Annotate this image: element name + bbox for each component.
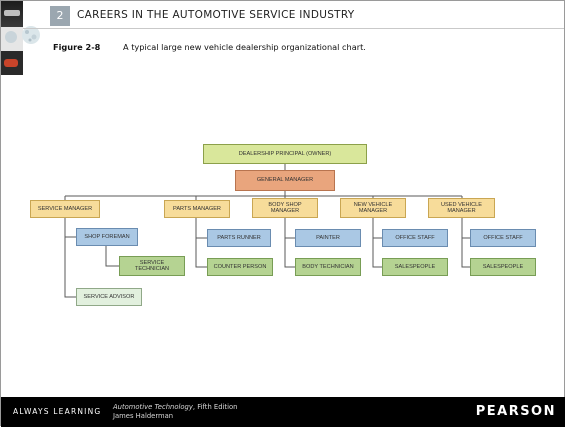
org-box-painter: PAINTER <box>295 229 361 247</box>
org-box-general-manager: GENERAL MANAGER <box>235 170 335 191</box>
org-box-used-salespeople: SALESPEOPLE <box>470 258 536 276</box>
org-box-body-shop-manager: BODY SHOP MANAGER <box>252 198 318 218</box>
header-image-strip <box>1 1 40 81</box>
org-box-new-salespeople: SALESPEOPLE <box>382 258 448 276</box>
org-box-parts-runner: PARTS RUNNER <box>207 229 271 247</box>
org-box-body-technician: BODY TECHNICIAN <box>295 258 361 276</box>
footer-book-info: Automotive Technology, Fifth Edition Jam… <box>113 403 237 421</box>
org-box-new-office-staff: OFFICE STAFF <box>382 229 448 247</box>
footer-tagline: ALWAYS LEARNING <box>13 407 102 416</box>
org-box-dealership-principal: DEALERSHIP PRINCIPAL (OWNER) <box>203 144 367 164</box>
header-divider <box>23 28 564 29</box>
org-box-shop-foreman: SHOP FOREMAN <box>76 228 138 246</box>
car-thumbnail-image <box>1 1 23 27</box>
figure-caption: A typical large new vehicle dealership o… <box>123 42 366 52</box>
pearson-logo: PEARSON <box>475 404 556 419</box>
figure-label: Figure 2-8 <box>53 42 101 52</box>
org-box-used-office-staff: OFFICE STAFF <box>470 229 536 247</box>
parts-thumbnail-image <box>1 51 23 75</box>
org-box-used-vehicle-manager: USED VEHICLE MANAGER <box>428 198 495 218</box>
org-box-service-advisor: SERVICE ADVISOR <box>76 288 142 306</box>
footer-bar: ALWAYS LEARNING Automotive Technology, F… <box>1 397 565 427</box>
sparkle-icon <box>19 23 43 47</box>
book-title: Automotive Technology <box>113 403 193 411</box>
book-edition: , Fifth Edition <box>192 403 238 411</box>
org-box-parts-manager: PARTS MANAGER <box>164 200 230 218</box>
chapter-number: 2 <box>50 6 70 26</box>
org-box-counter-person: COUNTER PERSON <box>207 258 273 276</box>
org-box-service-technician: SERVICE TECHNICIAN <box>119 256 185 276</box>
chapter-title: CAREERS IN THE AUTOMOTIVE SERVICE INDUST… <box>77 9 355 21</box>
org-box-new-vehicle-manager: NEW VEHICLE MANAGER <box>340 198 406 218</box>
book-author: James Halderman <box>113 412 174 420</box>
tools-thumbnail-image <box>1 27 23 51</box>
org-box-service-manager: SERVICE MANAGER <box>30 200 100 218</box>
